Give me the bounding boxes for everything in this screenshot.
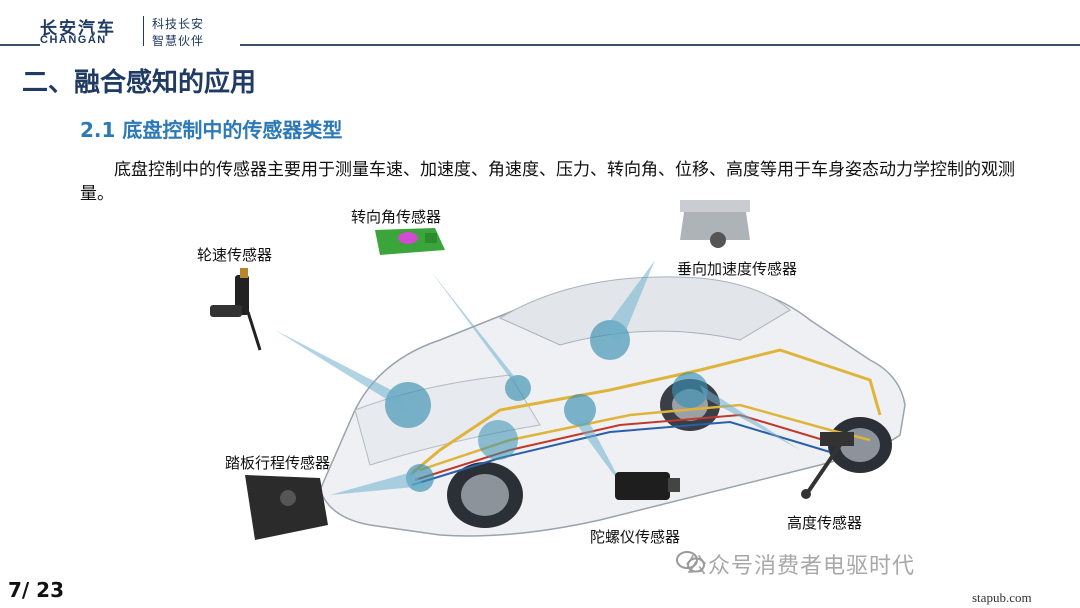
vertical-accel-sensor-image (680, 200, 750, 248)
beam-pedal (330, 472, 425, 495)
label-steering-angle-sensor: 转向角传感器 (351, 208, 442, 226)
label-vertical-accel-sensor: 垂向加速度传感器 (677, 260, 798, 278)
subsection-title: 2.1 底盘控制中的传感器类型 (80, 118, 343, 142)
pedal-travel-sensor-image (245, 475, 328, 540)
wiring-red (414, 413, 841, 481)
wechat-icon (676, 551, 705, 573)
wheel-speed-highlight (385, 382, 431, 428)
height-sensor-image (801, 432, 854, 499)
wiring-blue (411, 420, 831, 486)
beam-vertical (605, 260, 655, 345)
steering-angle-sensor-image (375, 228, 445, 255)
header-rule (0, 44, 1080, 46)
steering-highlight (505, 375, 531, 401)
label-wheel-speed-sensor: 轮速传感器 (197, 246, 273, 264)
gyroscope-sensor-image (615, 472, 680, 500)
logo-divider (143, 16, 144, 46)
height-highlight (672, 372, 708, 408)
section-title: 二、融合感知的应用 (22, 68, 257, 98)
page-number: 7/ 23 (8, 578, 65, 602)
wiring-yellow (409, 348, 882, 477)
body-paragraph: 底盘控制中的传感器主要用于测量车速、加速度、角速度、压力、转向角、位移、高度等用… (80, 160, 1015, 204)
label-height-sensor: 高度传感器 (787, 514, 863, 532)
label-gyroscope-sensor: 陀螺仪传感器 (590, 528, 681, 546)
label-pedal-travel-sensor: 踏板行程传感器 (225, 454, 331, 472)
beam-height (700, 385, 800, 450)
beam-wheel-speed (275, 330, 412, 415)
beam-gyro (572, 418, 625, 490)
changan-logo: 长安汽车 CHANGAN 科技长安 智慧伙伴 (40, 14, 240, 48)
watermark: 公众号消费者电驱时代 (685, 554, 916, 579)
site-mark: stapub.com (972, 590, 1032, 605)
wheel-speed-sensor-image (210, 268, 262, 351)
car-roof (498, 276, 791, 346)
brand-name-cn: 长安汽车 (40, 19, 116, 39)
slogan-line1: 科技长安 (152, 17, 205, 31)
beam-steering (430, 270, 525, 390)
brand-name-en: CHANGAN (40, 34, 107, 46)
car-sensor-illustration (210, 200, 906, 540)
slogan-line2: 智慧伙伴 (152, 34, 205, 48)
